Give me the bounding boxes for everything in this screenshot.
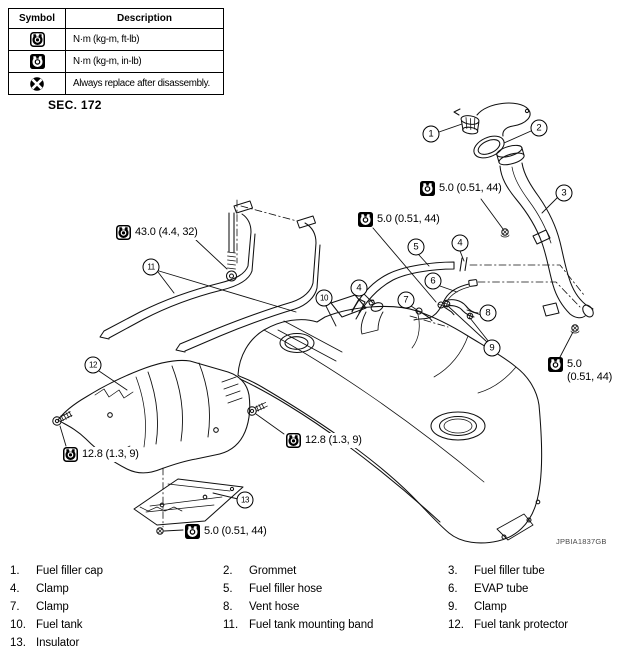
part-label: Clamp [36, 601, 69, 613]
part-item: 10. Fuel tank [10, 619, 223, 632]
part-item: 11. Fuel tank mounting band [223, 619, 448, 632]
part-number: 12. [448, 619, 464, 631]
part-number: 11. [223, 619, 239, 631]
replace-after-disassembly-icon [29, 76, 45, 92]
torque-value: 43.0 (4.4, 32) [135, 226, 198, 238]
part-item: 7. Clamp [10, 601, 223, 614]
fuel-filler-tube-art [496, 144, 594, 319]
part-label: Clamp [474, 601, 507, 613]
callout-8: 8 [479, 304, 497, 322]
part-number: 13. [10, 637, 26, 649]
callout-3: 3 [555, 184, 573, 202]
torque-value: 12.8 (1.3, 9) [82, 448, 139, 460]
ft-lb-icon [116, 225, 131, 240]
fuel-filler-cap-art [453, 102, 531, 137]
part-number: 9. [448, 601, 458, 613]
callout-4: 4 [451, 234, 469, 252]
callout-1: 1 [422, 125, 440, 143]
part-label: Grommet [249, 565, 297, 577]
torque-value: 5.0 (0.51, 44) [204, 525, 267, 537]
part-label: Fuel filler tube [474, 565, 545, 577]
part-label: EVAP tube [474, 583, 529, 595]
callout-2: 2 [530, 119, 548, 137]
callout-11: 11 [142, 258, 160, 276]
torque-label-5: 12.8 (1.3, 9) [286, 433, 362, 448]
part-item: 3. Fuel filler tube [448, 565, 626, 578]
protector-bolts-art [52, 402, 268, 426]
ft-lb-icon [63, 447, 78, 462]
torque-label-1: 5.0 (0.51, 44) [420, 181, 502, 196]
part-item: 8. Vent hose [223, 601, 448, 614]
torque-value: 5.0(0.51, 44) [567, 358, 613, 383]
small-screws-art [156, 228, 580, 535]
callout-10: 10 [315, 289, 333, 307]
callout-5: 5 [407, 238, 425, 256]
grommet-art [473, 135, 505, 159]
part-label: Vent hose [249, 601, 300, 613]
part-label: Insulator [36, 637, 80, 649]
torque-label-3: 43.0 (4.4, 32) [116, 225, 198, 240]
torque-label-6: 5.0(0.51, 44) [548, 357, 612, 384]
leader-lines [59, 123, 574, 532]
in-lb-icon [185, 524, 200, 539]
filler-hose-art [351, 256, 585, 320]
in-lb-icon [420, 181, 435, 196]
torque-inlb-icon [29, 53, 45, 70]
in-lb-icon [358, 212, 373, 227]
ft-lb-icon [286, 433, 301, 448]
figure-code: JPBIA1837GB [556, 537, 607, 546]
part-number: 10. [10, 619, 26, 631]
callout-9: 9 [483, 339, 501, 357]
part-item: 13. Insulator [10, 637, 223, 650]
parts-list: 1. Fuel filler cap 2. Grommet 3. Fuel fille… [0, 565, 626, 650]
legend-row-replace: Always replace after disassembly. [8, 72, 224, 95]
part-number: 8. [223, 601, 233, 613]
part-item: 12. Fuel tank protector [448, 619, 626, 632]
legend-header-row: Symbol Description [8, 8, 224, 29]
part-item: 4. Clamp [10, 583, 223, 596]
torque-value: 5.0 (0.51, 44) [377, 213, 440, 225]
torque-value: 5.0 (0.51, 44) [439, 182, 502, 194]
part-label: Clamp [36, 583, 69, 595]
insulator-art [133, 467, 244, 528]
callout-13: 13 [236, 491, 254, 509]
part-number: 5. [223, 583, 233, 595]
part-number: 3. [448, 565, 458, 577]
part-label: Fuel tank [36, 619, 83, 631]
part-number: 4. [10, 583, 20, 595]
torque-label-7: 5.0 (0.51, 44) [185, 524, 267, 539]
mounting-bands-art [99, 199, 321, 353]
part-number: 6. [448, 583, 458, 595]
torque-ftlb-icon [29, 31, 45, 48]
part-label: Fuel tank mounting band [249, 619, 374, 631]
in-lb-icon [548, 357, 563, 372]
fuel-tank-art [237, 294, 543, 544]
callout-12: 12 [84, 356, 102, 374]
torque-value: 12.8 (1.3, 9) [305, 434, 362, 446]
part-number: 1. [10, 565, 20, 577]
callout-6: 6 [424, 272, 442, 290]
torque-label-2: 5.0 (0.51, 44) [358, 212, 440, 227]
part-item: 6. EVAP tube [448, 583, 626, 596]
part-item: 1. Fuel filler cap [10, 565, 223, 578]
part-label: Fuel filler cap [36, 565, 103, 577]
callout-7: 7 [397, 291, 415, 309]
callout-4: 4 [350, 279, 368, 297]
part-label: Fuel tank protector [474, 619, 568, 631]
part-item: 5. Fuel filler hose [223, 583, 448, 596]
part-number: 7. [10, 601, 20, 613]
part-item: 2. Grommet [223, 565, 448, 578]
symbol-legend-table: Symbol Description N·m (kg-m, ft-lb) N·m… [8, 8, 224, 95]
legend-description: Always replace after disassembly. [65, 72, 224, 95]
torque-label-4: 12.8 (1.3, 9) [63, 447, 139, 462]
legend-row-inlb: N·m (kg-m, in-lb) [8, 50, 224, 73]
section-label: SEC. 172 [48, 98, 102, 112]
part-number: 2. [223, 565, 233, 577]
part-label: Fuel filler hose [249, 583, 323, 595]
part-item: 9. Clamp [448, 601, 626, 614]
